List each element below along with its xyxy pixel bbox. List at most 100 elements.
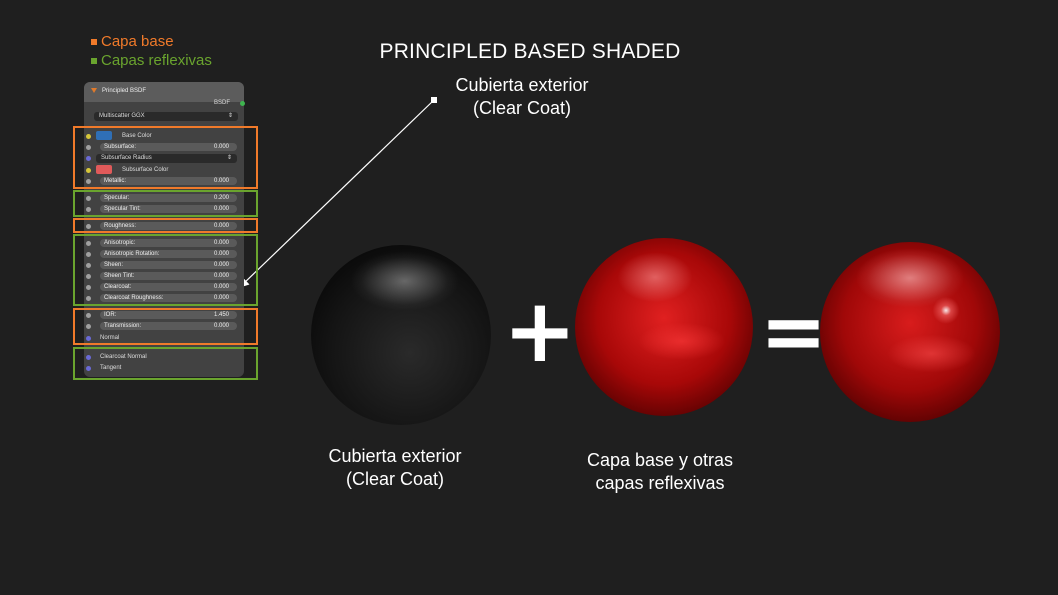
- base-color-label: Base Color: [122, 133, 152, 139]
- bsdf-output-socket[interactable]: [240, 101, 245, 106]
- field-label: Anisotropic Rotation:: [104, 251, 160, 257]
- subsurface-radius-dropdown[interactable]: Subsurface Radius ⇕: [96, 154, 237, 163]
- socket-tangent[interactable]: [86, 366, 91, 371]
- socket-subsurface-color[interactable]: [86, 168, 91, 173]
- socket-subsurface-radius[interactable]: [86, 156, 91, 161]
- socket-anisotropic[interactable]: [86, 241, 91, 246]
- ior-field[interactable]: IOR: 1.450: [100, 311, 237, 319]
- field-value: 0.000: [213, 178, 229, 184]
- collapse-icon[interactable]: [91, 88, 97, 93]
- clear-coat-annotation: Cubierta exterior (Clear Coat): [430, 74, 614, 120]
- field-label: Sheen Tint:: [104, 273, 135, 279]
- caption-line1: Cubierta exterior: [328, 446, 462, 466]
- legend-item-capas-reflexivas: Capas reflexivas: [91, 51, 212, 70]
- annotation-line1: Cubierta exterior: [455, 75, 589, 95]
- normals-box: [73, 347, 258, 380]
- legend-item-capa-base: Capa base: [91, 32, 212, 51]
- legend-label: Capas reflexivas: [101, 52, 212, 69]
- ior-transmission-box: [73, 308, 258, 345]
- subsurface-color-swatch[interactable]: [96, 165, 112, 174]
- clear-coat-caption: Cubierta exterior (Clear Coat): [300, 445, 490, 491]
- base-color-swatch[interactable]: [96, 131, 112, 140]
- sheen-field[interactable]: Sheen: 0.000: [100, 261, 237, 269]
- base-layer-caption: Capa base y otras capas reflexivas: [560, 449, 760, 495]
- anisotropic-field[interactable]: Anisotropic: 0.000: [100, 239, 237, 247]
- field-value: 0.000: [213, 206, 229, 212]
- transmission-field[interactable]: Transmission: 0.000: [100, 322, 237, 330]
- field-value: 0.000: [213, 262, 229, 268]
- field-label: Roughness:: [104, 223, 137, 229]
- legend-swatch-orange: [91, 38, 97, 45]
- field-label: Metallic:: [104, 178, 127, 184]
- socket-ior[interactable]: [86, 313, 91, 318]
- field-value: 0.000: [213, 223, 229, 229]
- clear-coat-sphere: [311, 245, 491, 425]
- specular-box: [73, 190, 258, 217]
- clearcoat-roughness-field[interactable]: Clearcoat Roughness: 0.000: [100, 294, 237, 302]
- page-title: PRINCIPLED BASED SHADED: [379, 40, 681, 63]
- chevron-updown-icon: ⇕: [227, 113, 233, 119]
- plus-operator: +: [503, 279, 577, 382]
- clearcoat-normal-label: Clearcoat Normal: [100, 354, 147, 360]
- node-title: Principled BSDF: [102, 88, 147, 94]
- field-value: 0.000: [213, 144, 229, 150]
- field-value: 0.000: [213, 240, 229, 246]
- field-label: Clearcoat Roughness:: [104, 295, 164, 301]
- field-label: Specular Tint:: [104, 206, 141, 212]
- distribution-value: Multiscatter GGX: [99, 113, 145, 119]
- field-label: Clearcoat:: [104, 284, 132, 290]
- caption-line2: capas reflexivas: [595, 473, 725, 493]
- roughness-field[interactable]: Roughness: 0.000: [100, 222, 237, 230]
- socket-clearcoat-normal[interactable]: [86, 355, 91, 360]
- field-label: Anisotropic:: [104, 240, 136, 246]
- base-layer-sphere: [575, 238, 753, 416]
- socket-anisotropic-rotation[interactable]: [86, 252, 91, 257]
- field-label: Specular:: [104, 195, 130, 201]
- base-layer-box: [73, 126, 258, 189]
- annotation-line2: (Clear Coat): [472, 98, 572, 118]
- sheen-tint-field[interactable]: Sheen Tint: 0.000: [100, 272, 237, 280]
- socket-clearcoat[interactable]: [86, 285, 91, 290]
- socket-normal[interactable]: [86, 336, 91, 341]
- subsurface-color-label: Subsurface Color: [122, 167, 169, 173]
- reflective-layers-box: [73, 234, 258, 306]
- legend-swatch-green: [91, 57, 97, 64]
- socket-sheen[interactable]: [86, 263, 91, 268]
- socket-specular[interactable]: [86, 196, 91, 201]
- field-value: 1.450: [213, 312, 229, 318]
- socket-specular-tint[interactable]: [86, 207, 91, 212]
- roughness-box: [73, 218, 258, 233]
- normal-label: Normal: [100, 335, 120, 341]
- specular-tint-field[interactable]: Specular Tint: 0.000: [100, 205, 237, 213]
- field-value: 0.000: [213, 284, 229, 290]
- field-label: Subsurface:: [104, 144, 137, 150]
- socket-base-color[interactable]: [86, 134, 91, 139]
- field-value: 0.000: [213, 295, 229, 301]
- socket-subsurface[interactable]: [86, 145, 91, 150]
- socket-metallic[interactable]: [86, 179, 91, 184]
- subsurface-field[interactable]: Subsurface: 0.000: [100, 143, 237, 151]
- socket-sheen-tint[interactable]: [86, 274, 91, 279]
- anisotropic-rotation-field[interactable]: Anisotropic Rotation: 0.000: [100, 250, 237, 258]
- field-label: IOR:: [104, 312, 117, 318]
- chevron-updown-icon: ⇕: [226, 155, 232, 161]
- field-value: 0.000: [213, 251, 229, 257]
- node-header[interactable]: [84, 82, 244, 102]
- socket-transmission[interactable]: [86, 324, 91, 329]
- bsdf-output-label: BSDF: [214, 100, 231, 106]
- specular-field[interactable]: Specular: 0.200: [100, 194, 237, 202]
- equals-operator: =: [760, 285, 828, 378]
- tangent-label: Tangent: [100, 365, 122, 371]
- distribution-dropdown[interactable]: Multiscatter GGX ⇕: [94, 112, 238, 121]
- field-value: 0.200: [213, 195, 229, 201]
- socket-roughness[interactable]: [86, 224, 91, 229]
- metallic-field[interactable]: Metallic: 0.000: [100, 177, 237, 185]
- field-value: 0.000: [213, 273, 229, 279]
- legend-label: Capa base: [101, 33, 174, 50]
- field-value: 0.000: [213, 323, 229, 329]
- socket-clearcoat-roughness[interactable]: [86, 296, 91, 301]
- clearcoat-field[interactable]: Clearcoat: 0.000: [100, 283, 237, 291]
- subsurface-radius-value: Subsurface Radius: [101, 155, 152, 161]
- caption-line2: (Clear Coat): [345, 469, 445, 489]
